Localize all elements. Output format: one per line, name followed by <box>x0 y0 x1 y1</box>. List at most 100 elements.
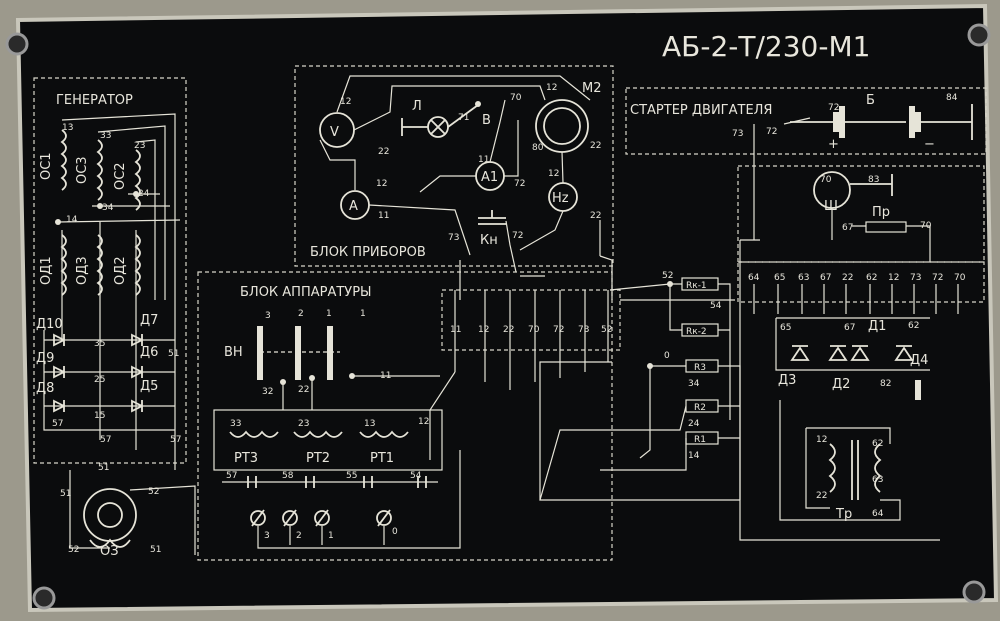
term-51d: 51 <box>150 545 161 555</box>
svg-text:73: 73 <box>910 273 921 283</box>
term-22b: 22 <box>590 141 601 151</box>
svg-text:Hz: Hz <box>552 191 569 206</box>
term-24b: 24 <box>688 419 700 429</box>
term-23: 23 <box>134 141 145 151</box>
term-73a: 73 <box>448 233 459 243</box>
relay-rt1: РТ1 <box>359 430 409 466</box>
apparatus-block-label: БЛОК АППАРАТУРЫ <box>240 285 372 300</box>
term-62a: 62 <box>908 321 919 331</box>
svg-text:72: 72 <box>932 273 943 283</box>
term-33b: 33 <box>230 419 241 429</box>
starter-label: СТАРТЕР ДВИГАТЕЛЯ <box>630 103 772 118</box>
term-2a: 2 <box>298 309 304 319</box>
svg-text:ОС1: ОС1 <box>39 152 54 180</box>
svg-text:54: 54 <box>410 471 422 481</box>
svg-text:65: 65 <box>774 273 785 283</box>
term-22a: 22 <box>378 147 389 157</box>
svg-text:R2: R2 <box>694 403 706 413</box>
svg-text:М2: М2 <box>582 81 602 96</box>
svg-text:ОД2: ОД2 <box>113 256 128 285</box>
svg-text:ОД1: ОД1 <box>39 256 54 285</box>
term-65: 65 <box>780 323 791 333</box>
instrument-block-label: БЛОК ПРИБОРОВ <box>310 245 426 260</box>
term-83: 83 <box>868 175 879 185</box>
term-73b: 73 <box>732 129 743 139</box>
screw-icon <box>5 32 29 56</box>
term-22c: 22 <box>590 211 601 221</box>
svg-text:Л: Л <box>412 99 422 114</box>
term-1a: 1 <box>326 309 332 319</box>
svg-text:Кн: Кн <box>480 233 498 248</box>
term-11b: 11 <box>478 155 489 165</box>
diode-d10-label: Д10 <box>36 317 63 332</box>
term-70b: 70 <box>820 175 832 185</box>
term-12f: 12 <box>816 435 827 445</box>
generator-block <box>33 77 187 464</box>
svg-text:ВН: ВН <box>224 345 243 360</box>
plate-face <box>15 3 999 613</box>
term-67a: 67 <box>842 223 853 233</box>
term-57c: 57 <box>170 435 181 445</box>
svg-text:70: 70 <box>528 325 540 335</box>
svg-text:ОД3: ОД3 <box>75 256 90 285</box>
term-57b: 57 <box>100 435 111 445</box>
term-22d: 22 <box>298 385 309 395</box>
generator-label: ГЕНЕРАТОР <box>56 93 133 108</box>
svg-text:58: 58 <box>282 471 294 481</box>
instrument-terminal-strip: 11 12 22 70 72 73 52 <box>441 289 621 390</box>
term-15: 15 <box>94 411 105 421</box>
motor-m2: М2 <box>535 81 602 153</box>
term-1b: 1 <box>360 309 366 319</box>
svg-text:22: 22 <box>503 325 514 335</box>
svg-text:V: V <box>330 125 339 140</box>
svg-text:12: 12 <box>478 325 489 335</box>
term-3a: 3 <box>265 311 271 321</box>
screw-icon <box>32 586 56 610</box>
coil-oc3: ОС3 <box>75 139 103 201</box>
svg-text:72: 72 <box>553 325 564 335</box>
term-51: 51 <box>168 349 179 359</box>
starter-block <box>625 87 987 155</box>
svg-text:Rк-1: Rк-1 <box>686 281 707 291</box>
term-72c: 72 <box>766 127 777 137</box>
term-25: 25 <box>94 375 105 385</box>
term-23b: 23 <box>298 419 309 429</box>
breaker-vn: ВН <box>224 326 340 380</box>
svg-text:57: 57 <box>226 471 237 481</box>
term-70a: 70 <box>510 93 522 103</box>
svg-text:+: + <box>828 137 839 152</box>
term-52: 52 <box>148 487 159 497</box>
model-title: АБ-2-Т/230-М1 <box>662 30 870 63</box>
diode-bridge-generator <box>43 222 175 450</box>
svg-text:63: 63 <box>798 273 809 283</box>
svg-text:12: 12 <box>888 273 899 283</box>
term-35: 35 <box>94 339 105 349</box>
term-22e: 22 <box>816 491 827 501</box>
term-13: 13 <box>62 123 73 133</box>
term-72d: 72 <box>828 103 839 113</box>
term-71: 71 <box>458 113 469 123</box>
svg-text:1: 1 <box>328 531 334 541</box>
svg-text:3: 3 <box>264 531 270 541</box>
term-0: 0 <box>664 351 670 361</box>
svg-text:ОС3: ОС3 <box>75 156 90 184</box>
svg-text:52: 52 <box>601 325 612 335</box>
svg-text:Д4: Д4 <box>910 353 928 368</box>
term-13b: 13 <box>364 419 375 429</box>
term-34: 34 <box>102 203 114 213</box>
term-12b: 12 <box>376 179 387 189</box>
term-12a: 12 <box>340 97 351 107</box>
svg-text:РТ2: РТ2 <box>306 451 330 466</box>
svg-text:Rк-2: Rк-2 <box>686 327 707 337</box>
svg-text:Д2: Д2 <box>832 377 850 392</box>
diode-d5-label: Д5 <box>140 379 158 394</box>
svg-text:Тр: Тр <box>835 507 852 522</box>
term-34b: 34 <box>688 379 700 389</box>
svg-text:R3: R3 <box>694 363 706 373</box>
term-32: 32 <box>262 387 273 397</box>
transformer-tr: Тр <box>828 440 882 522</box>
relay-rt3: РТ3 <box>229 430 279 466</box>
term-72a: 72 <box>514 179 525 189</box>
svg-text:22: 22 <box>842 273 853 283</box>
